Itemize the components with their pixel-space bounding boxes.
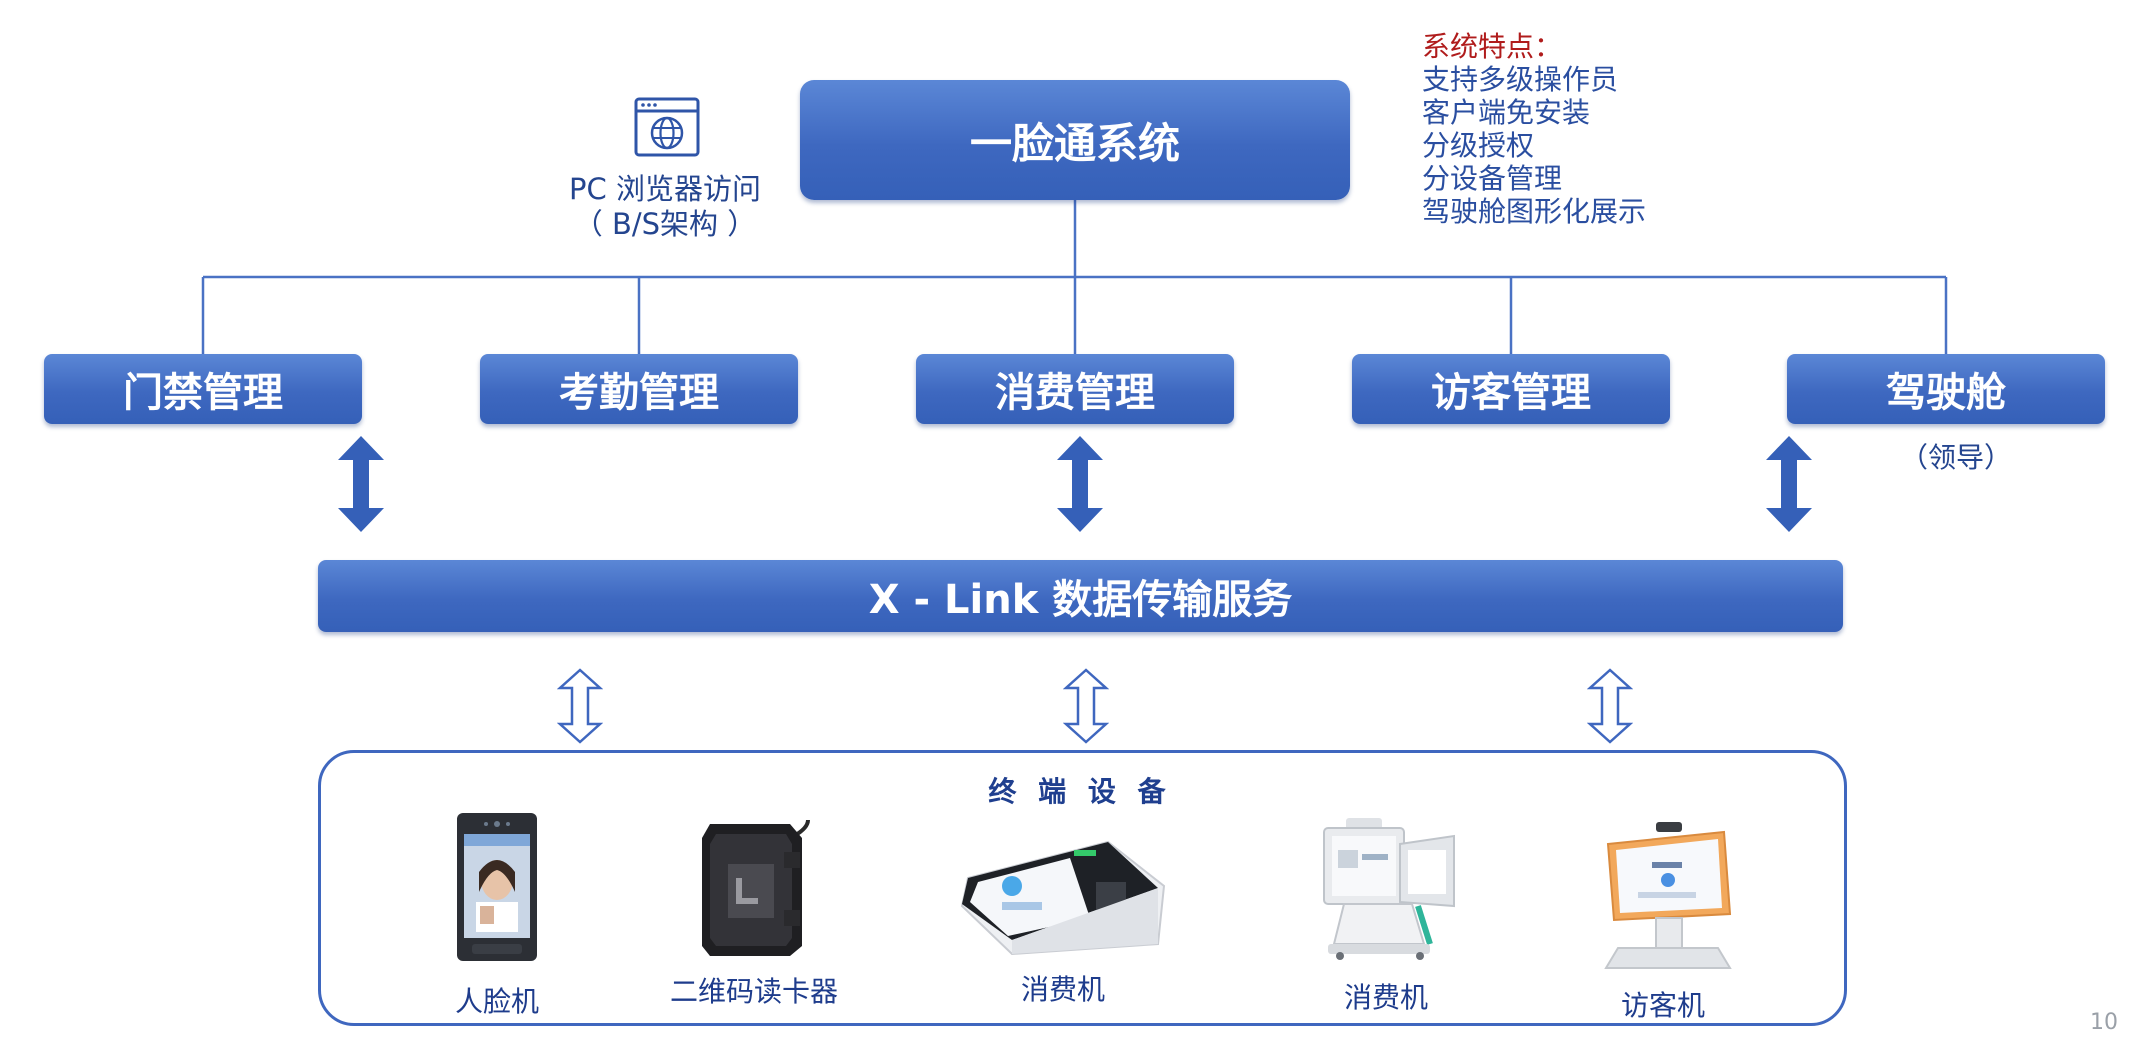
- feature-title: 系统特点：: [1422, 30, 1563, 63]
- outline-double-arrow-icon: [557, 668, 603, 744]
- browser-access-label: PC 浏览器访问: [569, 172, 761, 206]
- device-label: 人脸机: [454, 985, 539, 1018]
- double-arrow-icon: [338, 436, 384, 532]
- module-label: 门禁管理: [123, 370, 283, 416]
- browser-globe-icon: [634, 97, 700, 157]
- main-system-box[interactable]: 一脸通系统: [800, 80, 1350, 200]
- consumption-kiosk-image: [1323, 818, 1455, 960]
- module-label: 消费管理: [995, 370, 1155, 416]
- terminal-devices-title: 终 端 设 备: [988, 775, 1172, 808]
- module-visitor[interactable]: 访客管理: [1352, 354, 1670, 424]
- browser-architecture-label: （ B/S架构 ）: [573, 207, 757, 241]
- module-label: 驾驶舱: [1886, 370, 2006, 416]
- module-label: 考勤管理: [559, 370, 719, 416]
- double-arrow-icon: [1766, 436, 1812, 532]
- module-access-control[interactable]: 门禁管理: [44, 354, 362, 424]
- outline-double-arrow-icon: [1063, 668, 1109, 744]
- qr-code-reader-image: [702, 819, 810, 956]
- main-system-title: 一脸通系统: [969, 118, 1180, 168]
- feature-item: 支持多级操作员: [1422, 63, 1619, 96]
- module-cockpit[interactable]: 驾驶舱: [1787, 354, 2105, 424]
- feature-item: 客户端免安装: [1422, 96, 1591, 129]
- module-attendance[interactable]: 考勤管理: [480, 354, 798, 424]
- feature-item: 分级授权: [1422, 129, 1535, 162]
- outline-double-arrow-icon: [1587, 668, 1633, 744]
- terminal-devices-panel: [318, 750, 1847, 1026]
- device-label: 消费机: [1343, 981, 1428, 1014]
- consumption-machine-image: [960, 840, 1166, 956]
- face-recognition-terminal-image: [457, 813, 537, 961]
- feature-item: 分设备管理: [1422, 162, 1563, 195]
- feature-item: 驾驶舱图形化展示: [1422, 195, 1647, 228]
- cockpit-note: （领导）: [1900, 441, 2013, 474]
- device-label: 消费机: [1020, 973, 1105, 1006]
- device-label: 访客机: [1620, 989, 1705, 1022]
- device-label: 二维码读卡器: [669, 975, 838, 1008]
- xlink-service-label: X - Link 数据传输服务: [868, 577, 1293, 623]
- xlink-service-bar[interactable]: X - Link 数据传输服务: [318, 560, 1843, 632]
- visitor-kiosk-image: [1604, 822, 1732, 969]
- feature-list: 系统特点： 支持多级操作员 客户端免安装 分级授权 分设备管理 驾驶舱图形化展示: [1422, 30, 1646, 228]
- page-number: 10: [2090, 1010, 2118, 1035]
- module-label: 访客管理: [1431, 370, 1591, 416]
- double-arrow-icon: [1057, 436, 1103, 532]
- module-consumption[interactable]: 消费管理: [916, 354, 1234, 424]
